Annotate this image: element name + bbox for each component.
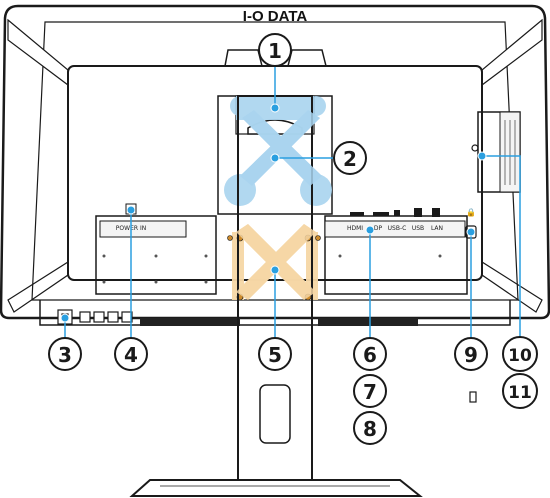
port-label-usb: USB bbox=[412, 225, 424, 232]
port-label-lan: LAN bbox=[431, 225, 443, 232]
callout-8: 8 bbox=[353, 411, 387, 445]
callout-5: 5 bbox=[258, 337, 292, 371]
callout-8-label: 8 bbox=[363, 417, 377, 441]
callout-4-label: 4 bbox=[124, 343, 138, 367]
brand-logo: I-O DATA bbox=[243, 8, 308, 25]
callout-3: 3 bbox=[48, 337, 82, 371]
callout-10-label: 10 bbox=[508, 346, 532, 366]
callout-11-label: 11 bbox=[508, 383, 532, 403]
callout-7: 7 bbox=[353, 374, 387, 408]
port-label-usbc: USB-C bbox=[388, 225, 407, 232]
rear-lower-panel bbox=[39, 215, 511, 326]
callout-11: 11 bbox=[502, 373, 538, 409]
callout-7-label: 7 bbox=[363, 380, 377, 404]
leader-dots bbox=[60, 103, 487, 323]
callout-9: 9 bbox=[454, 337, 488, 371]
port-label-dp: DP bbox=[374, 225, 383, 232]
side-port-bay bbox=[471, 111, 521, 193]
rear-screws bbox=[227, 235, 321, 241]
callout-1-label: 1 bbox=[268, 39, 282, 63]
callout-10: 10 bbox=[502, 336, 538, 372]
highlight-overlay bbox=[236, 110, 322, 300]
callout-6: 6 bbox=[353, 337, 387, 371]
callout-9-label: 9 bbox=[464, 343, 478, 367]
stand-base bbox=[129, 479, 423, 497]
port-label-hdmi: HDMI bbox=[347, 225, 363, 232]
callout-5-label: 5 bbox=[268, 343, 282, 367]
leader-lines bbox=[64, 66, 521, 338]
callout-6-label: 6 bbox=[363, 343, 377, 367]
callout-4: 4 bbox=[114, 337, 148, 371]
callout-3-label: 3 bbox=[58, 343, 72, 367]
lock-symbol: 🔒 bbox=[466, 208, 476, 217]
callout-2: 2 bbox=[333, 141, 367, 175]
callout-2-label: 2 bbox=[343, 147, 357, 171]
monitor-shell bbox=[0, 4, 550, 320]
callout-1: 1 bbox=[258, 33, 292, 67]
